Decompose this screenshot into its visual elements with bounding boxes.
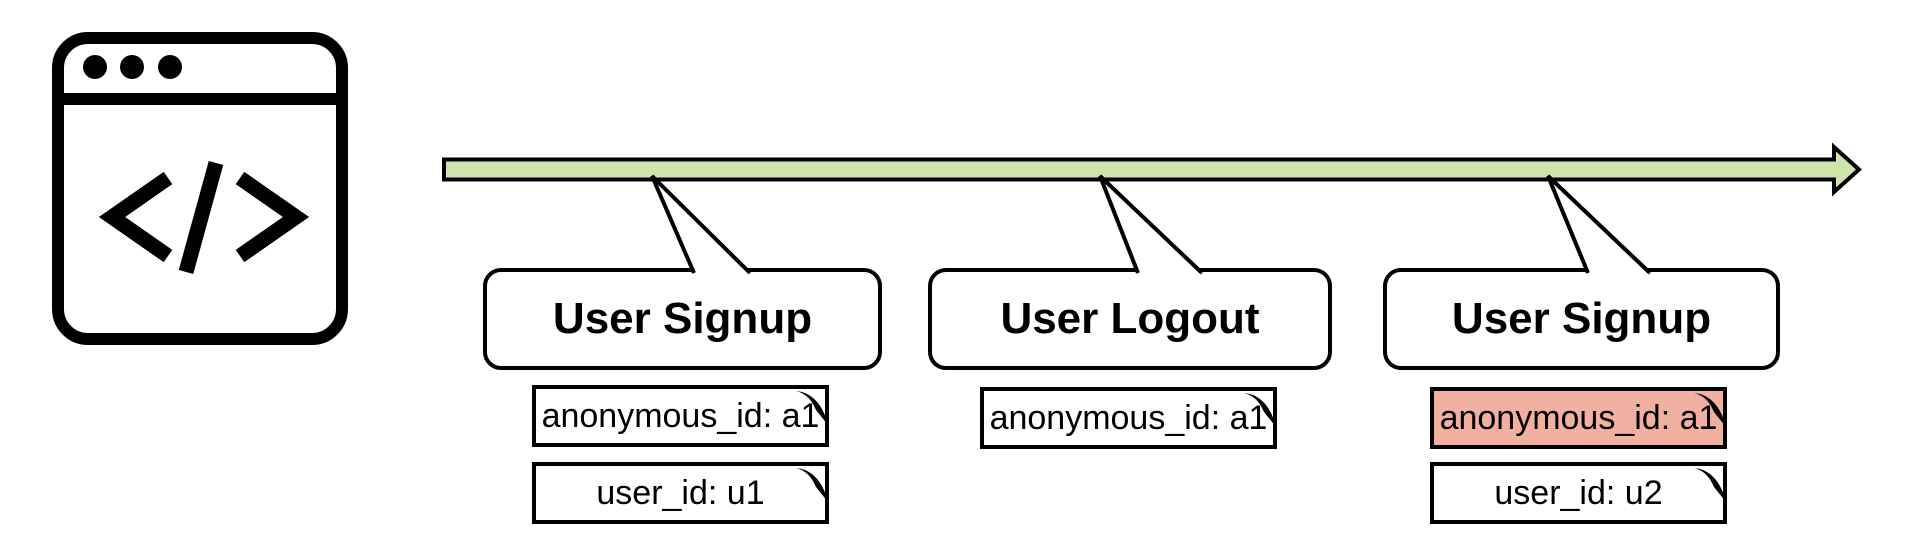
note-fold-icon	[1244, 393, 1276, 427]
event-title: User Signup	[1451, 294, 1712, 343]
code-glyph-icon	[98, 161, 310, 274]
browser-code-icon	[52, 32, 348, 345]
event-callout-user-signup-2: User Signup	[1383, 268, 1780, 370]
note-fold-icon	[796, 391, 828, 425]
note-text: anonymous_id: a1	[541, 396, 820, 435]
note-text: user_id: u1	[596, 473, 765, 512]
note-anonymous-id-highlighted: anonymous_id: a1	[1430, 387, 1727, 449]
note-anonymous-id: anonymous_id: a1	[532, 385, 829, 447]
window-dot-icon	[120, 55, 144, 79]
note-text: anonymous_id: a1	[989, 398, 1268, 437]
note-fold-icon	[1694, 393, 1726, 427]
event-title: User Logout	[1000, 294, 1260, 343]
window-dot-icon	[158, 55, 182, 79]
note-text: anonymous_id: a1	[1439, 398, 1718, 437]
note-fold-icon	[1694, 468, 1726, 502]
event-title: User Signup	[552, 294, 813, 343]
note-fold-icon	[796, 468, 828, 502]
note-user-id: user_id: u2	[1430, 462, 1727, 524]
note-anonymous-id: anonymous_id: a1	[980, 387, 1277, 449]
window-dot-icon	[83, 55, 107, 79]
note-user-id: user_id: u1	[532, 462, 829, 524]
event-callout-user-signup-1: User Signup	[483, 268, 882, 370]
event-callout-user-logout: User Logout	[928, 268, 1332, 370]
note-text: user_id: u2	[1494, 473, 1663, 512]
